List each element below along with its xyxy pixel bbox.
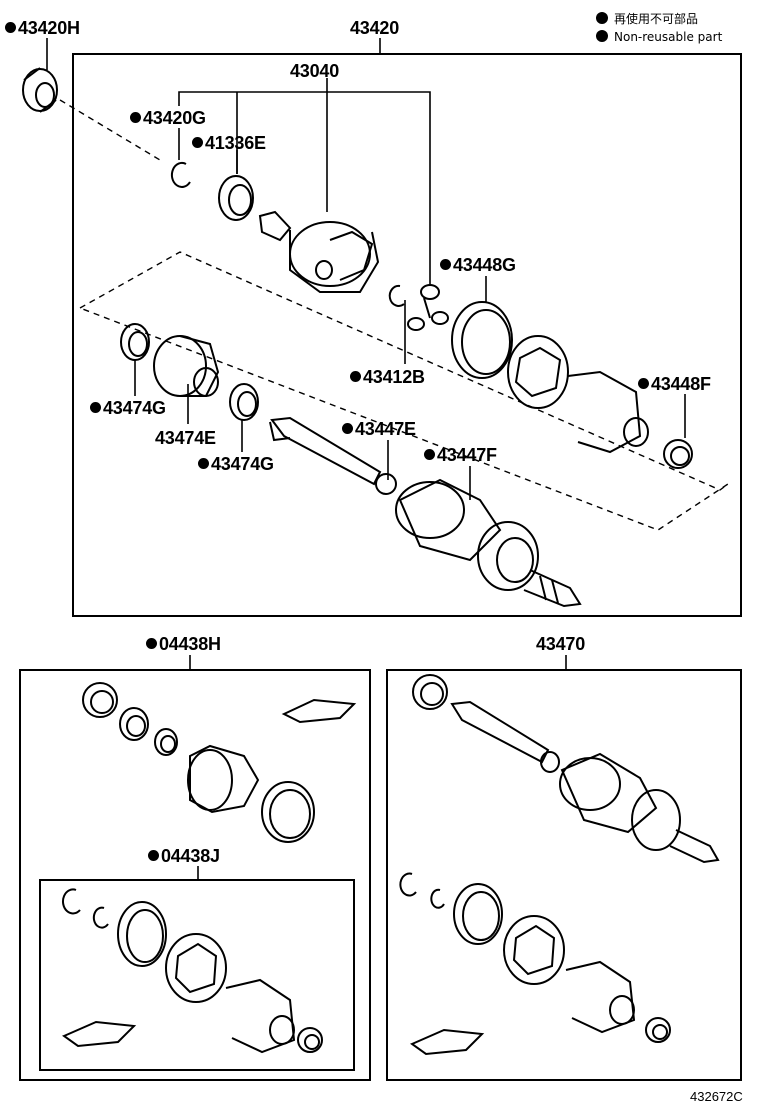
- dot-icon: [424, 449, 435, 460]
- tripod-joint-icon: [407, 284, 449, 331]
- legend-text-jp: 再使用不可部品: [614, 12, 699, 26]
- dashed-guides: [59, 99, 729, 531]
- dot-icon: [146, 638, 157, 649]
- legend: 再使用不可部品 Non-reusable part: [596, 10, 722, 46]
- band-43474G-a-icon: [120, 323, 150, 361]
- inboard-boot-icon: [507, 335, 649, 454]
- label-43474G-b: 43474G: [198, 454, 274, 474]
- band-43474G-b-icon: [229, 383, 259, 421]
- label-43470: 43470: [536, 634, 586, 654]
- label-43447F: 43447F: [424, 445, 497, 465]
- assembly-43470-parts: [399, 674, 720, 1056]
- dot-icon: [148, 850, 159, 861]
- boot-band-43448F-icon: [663, 439, 693, 469]
- label-43448G: 43448G: [440, 255, 516, 275]
- dot-icon: [130, 112, 141, 123]
- clip-43412B-icon: [388, 284, 405, 307]
- label-43448F: 43448F: [638, 374, 711, 394]
- dot-icon: [440, 259, 451, 270]
- label-04438H: 04438H: [146, 634, 221, 654]
- illustration-code: 432672C: [690, 1089, 743, 1104]
- dot-icon: [342, 423, 353, 434]
- dot-icon: [638, 378, 649, 389]
- dot-icon: [596, 12, 608, 24]
- snap-ring-43420G-icon: [170, 161, 191, 188]
- label-43412B: 43412B: [350, 367, 425, 387]
- dot-icon: [5, 22, 16, 33]
- leader-lines: [46, 38, 686, 880]
- label-04438J: 04438J: [148, 846, 220, 866]
- legend-row-en: Non-reusable part: [596, 28, 722, 46]
- dot-icon: [596, 30, 608, 42]
- label-43040: 43040: [290, 61, 340, 81]
- damper-43474E-icon: [153, 335, 220, 397]
- frame-43470: [386, 669, 742, 1081]
- frame-04438H: [19, 669, 371, 1081]
- label-41336E: 41336E: [192, 133, 266, 153]
- dot-icon: [192, 137, 203, 148]
- frame-04438J: [39, 879, 355, 1071]
- drive-shaft-icon: [269, 416, 582, 608]
- label-43420H: 43420H: [5, 18, 80, 38]
- ring-41336E-icon: [218, 175, 254, 221]
- oil-seal-43420H-icon: [22, 67, 58, 113]
- label-43447E: 43447E: [342, 419, 416, 439]
- legend-row-jp: 再使用不可部品: [596, 10, 722, 28]
- frame-43420: [72, 53, 742, 617]
- label-43474G-a: 43474G: [90, 398, 166, 418]
- label-43420: 43420: [350, 18, 400, 38]
- legend-text-en: Non-reusable part: [614, 30, 723, 44]
- inner-joint-43040-icon: [258, 210, 380, 293]
- kit-04438J-parts: [61, 888, 323, 1054]
- kit-04438H-parts: [82, 682, 357, 843]
- dot-icon: [90, 402, 101, 413]
- label-43474E: 43474E: [155, 428, 216, 448]
- label-43420G: 43420G: [130, 108, 206, 128]
- dot-icon: [198, 458, 209, 469]
- boot-band-43448G-icon: [451, 301, 513, 379]
- dot-icon: [350, 371, 361, 382]
